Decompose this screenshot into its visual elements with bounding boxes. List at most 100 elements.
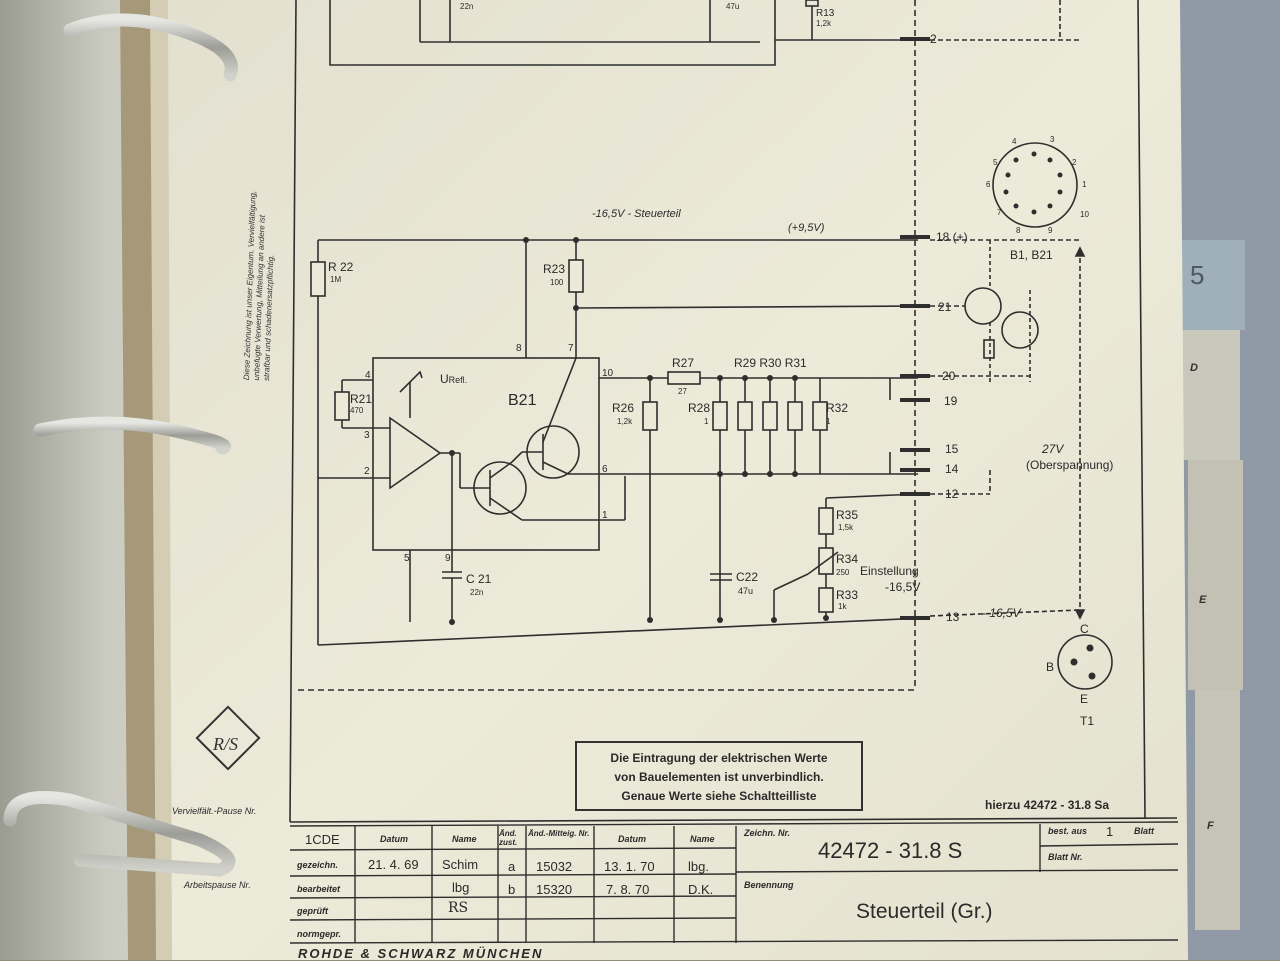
row-label-checked: geprüft: [297, 906, 328, 916]
header-datum-2: Datum: [618, 834, 647, 844]
notice-box: Die Eintragung der elektrischen Werte vo…: [575, 741, 863, 811]
minus-supply-label: - 16,5V: [982, 606, 1021, 620]
r21-value: 470: [350, 406, 364, 415]
row-drawn-change: a: [508, 859, 516, 874]
c22-value: 47u: [738, 586, 754, 596]
t1-base-label: B: [1046, 660, 1055, 674]
row-drawn-name: Schim: [442, 857, 479, 872]
r13-value: 1,2k: [816, 19, 832, 28]
designation-label: Benennung: [744, 880, 794, 890]
r29-r31-label: R29 R30 R31: [734, 356, 807, 370]
notice-line-2: von Bauelementen ist unverbindlich.: [614, 770, 824, 784]
r26-value: 1,2k: [617, 417, 633, 426]
header-change-number: Änd.-Mitteig. Nr.: [528, 829, 590, 838]
b1-b21-label: B1, B21: [1010, 248, 1053, 262]
ic-pin-3: 3: [364, 430, 370, 441]
einstellung-label: Einstellung: [860, 564, 919, 578]
title-block-code: 1CDE: [305, 832, 340, 847]
r32-value: 1: [826, 417, 831, 426]
voltage-27v-label: 27V: [1042, 442, 1064, 456]
socket-pin-3: 3: [1050, 135, 1055, 144]
socket-pin-6: 6: [986, 180, 991, 189]
header-name: Name: [452, 834, 477, 844]
company-name: ROHDE & SCHWARZ MÜNCHEN: [298, 946, 544, 961]
row-edited-change-number: 15320: [536, 882, 573, 897]
notice-line-3: Genaue Werte siehe Schaltteilliste: [621, 789, 817, 803]
row-label-norm: normgepr.: [297, 929, 342, 939]
row-edited-name: lbg: [452, 880, 470, 895]
socket-pin-7: 7: [997, 208, 1002, 217]
header-change-state: Änd. zust.: [499, 829, 518, 847]
uref-text: U: [440, 372, 449, 386]
ic-pin-5: 5: [404, 553, 410, 564]
sheets-value: 1: [1106, 824, 1114, 839]
drawing-number-label: Zeichn. Nr.: [744, 828, 791, 838]
pin-13-label: 13: [946, 610, 960, 624]
r35-label: R35: [836, 508, 859, 522]
tab-letter-f: F: [1207, 820, 1214, 832]
r33-value: 1k: [838, 602, 847, 611]
oberspannung-label: (Oberspannung): [1026, 458, 1114, 472]
row-edited-change: b: [508, 882, 516, 897]
r32-label: R32: [826, 401, 849, 415]
ic-pin-6: 6: [602, 464, 608, 475]
row-edited-date-2: 7. 8. 70: [606, 882, 650, 897]
sheets-label: best. aus: [1048, 826, 1088, 836]
rohde-schwarz-logo-icon: [195, 705, 261, 771]
r33-label: R33: [836, 588, 859, 602]
uref-subscript: Refl.: [448, 375, 468, 385]
ic-pin-9: 9: [445, 553, 451, 564]
ic-pin-10: 10: [602, 368, 614, 379]
tab-letter-e: E: [1199, 594, 1207, 606]
t1-collector-label: C: [1080, 622, 1089, 636]
row-edited-name-2: D.K.: [688, 882, 714, 897]
r23-label: R23: [543, 262, 566, 276]
ic-pin-7: 7: [568, 343, 574, 354]
ic-pin-2: 2: [364, 466, 370, 477]
uref-label: URefl.: [440, 372, 467, 386]
c22-label: C22: [736, 570, 759, 584]
row-drawn-date-2: 13. 1. 70: [604, 859, 655, 874]
r26-label: R26: [612, 401, 635, 415]
header-name-2: Name: [690, 834, 715, 844]
r28-value: 1: [704, 417, 709, 426]
drawing-number: 42472 - 31.8 S: [818, 838, 963, 863]
sheet-label: Blatt: [1134, 826, 1154, 836]
socket-pin-9: 9: [1048, 226, 1053, 235]
pin-19-label: 19: [944, 394, 958, 408]
copy-pause-label: Vervielfält.-Pause Nr.: [172, 806, 257, 816]
supply-label: -16,5V - Steuerteil: [592, 208, 681, 220]
top-cap-value: 22n: [460, 2, 474, 11]
r35-value: 1,5k: [838, 523, 854, 532]
ic-pin-4: 4: [365, 370, 371, 381]
c21-label: C 21: [466, 572, 492, 586]
einstellung-value: -16,5V: [885, 580, 921, 594]
socket-pin-10: 10: [1080, 210, 1089, 219]
r34-value: 250: [836, 568, 850, 577]
socket-pin-1: 1: [1082, 180, 1087, 189]
t1-label: T1: [1080, 714, 1095, 728]
r27-label: R27: [672, 356, 695, 370]
header-datum: Datum: [380, 834, 409, 844]
tab-letter-d: D: [1190, 362, 1198, 374]
c21-value: 22n: [470, 588, 484, 597]
plus-supply-label: (+9,5V): [788, 222, 825, 234]
r23-value: 100: [550, 278, 564, 287]
pin-14-label: 14: [945, 462, 959, 476]
designation: Steuerteil (Gr.): [856, 900, 993, 923]
top-cap2-value: 47u: [726, 2, 740, 11]
pin-15-label: 15: [945, 442, 959, 456]
r13-label: R13: [816, 8, 835, 19]
ic-pin-8: 8: [516, 343, 522, 354]
r28-label: R28: [688, 401, 711, 415]
pin-18-label: 18 (+): [936, 230, 968, 244]
r22-value: 1M: [330, 275, 342, 284]
socket-pin-5: 5: [993, 158, 998, 167]
row-drawn-change-number: 15032: [536, 859, 573, 874]
socket-pin-8: 8: [1016, 226, 1021, 235]
pin-20-label: 20: [942, 369, 956, 383]
r22-label: R 22: [328, 260, 354, 274]
row-label-drawn: gezeichn.: [297, 860, 339, 870]
